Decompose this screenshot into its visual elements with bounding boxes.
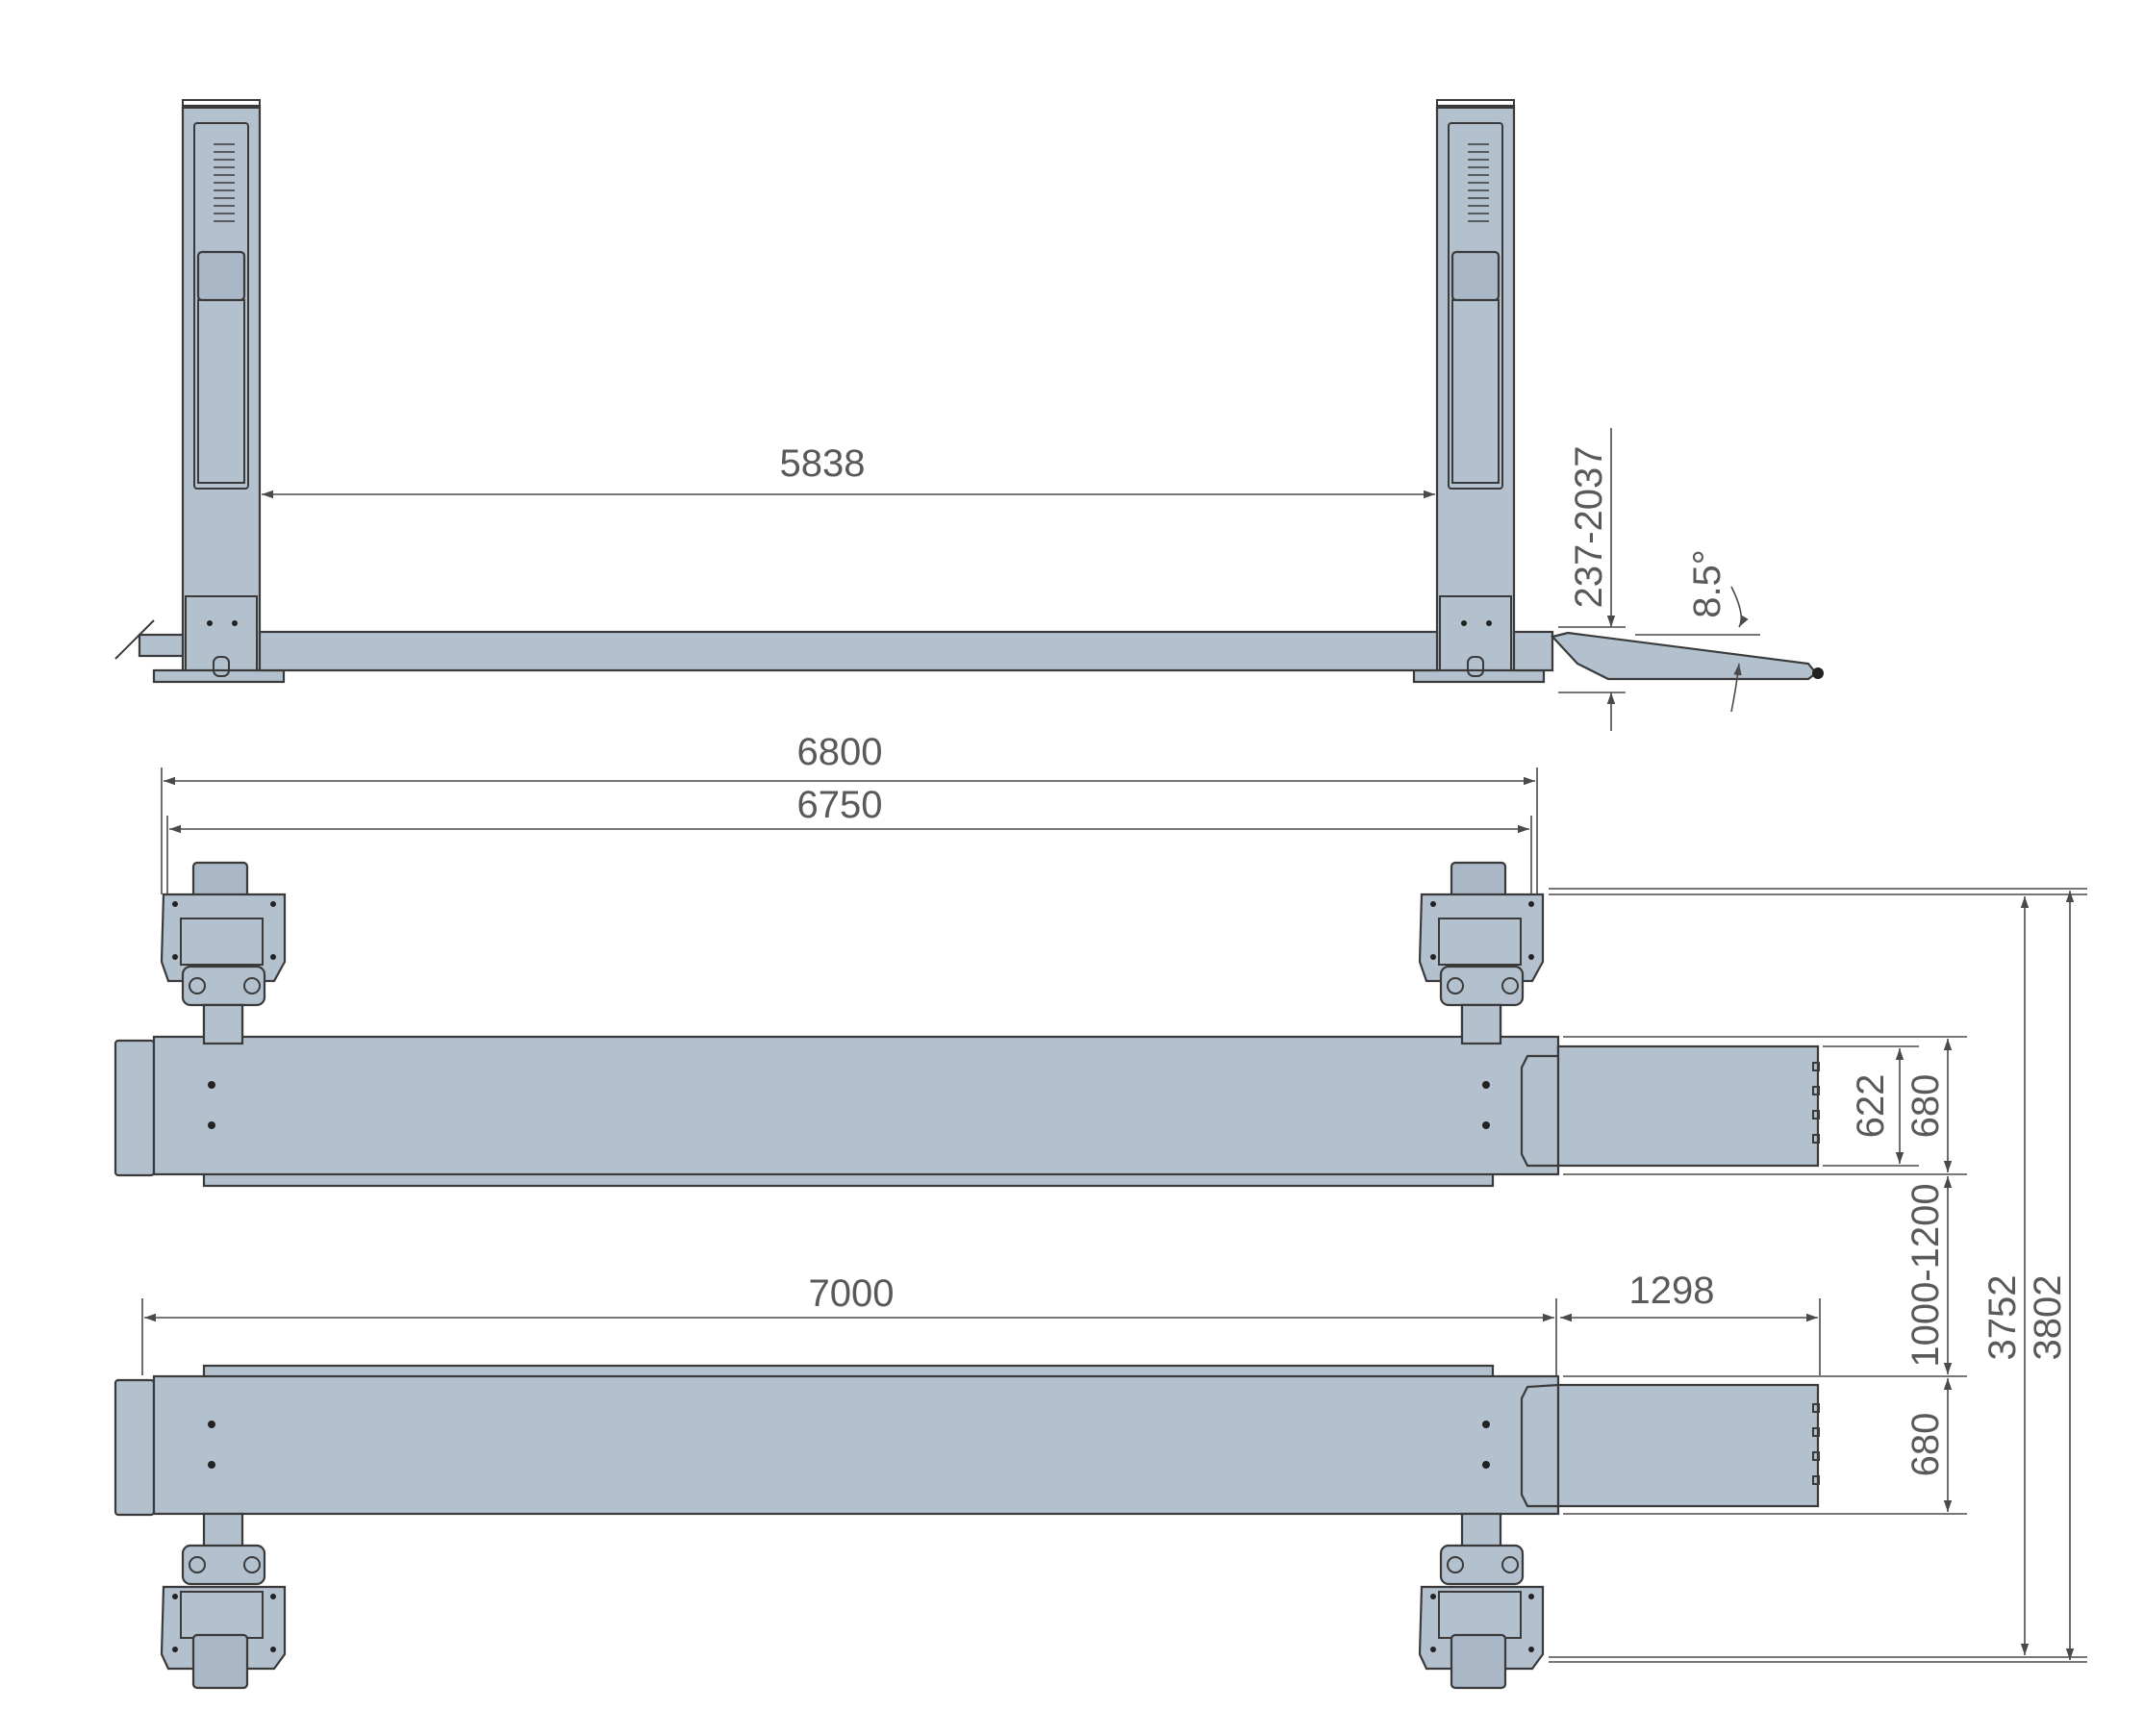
drive-on-ramp — [1550, 631, 1818, 681]
dim-ramp-angle: 8.5° — [1686, 549, 1728, 618]
column-bottom-left — [160, 1544, 287, 1690]
dim-lift-height: 237-2037 — [1568, 445, 1610, 608]
ramp-top-upper — [1556, 1044, 1820, 1168]
dim-runway-length: 7000 — [809, 1272, 895, 1315]
dim-ramp-length: 1298 — [1629, 1270, 1715, 1312]
dim-outer-overall-width: 3802 — [2027, 1275, 2069, 1361]
left-column-side — [152, 99, 286, 684]
side-view: 5838 237-2037 8.5° — [114, 99, 1824, 731]
runway-top-lower — [114, 1364, 1820, 1517]
dim-column-spacing: 5838 — [780, 442, 866, 485]
runway-side — [258, 630, 1439, 672]
dim-runway-width-bottom: 680 — [1904, 1413, 1947, 1477]
dim-runway-width-top: 680 — [1904, 1074, 1947, 1139]
dim-runway-gap: 1000-1200 — [1904, 1183, 1947, 1367]
top-view: 6800 6750 7000 1298 622 680 1 — [114, 731, 2087, 1690]
dim-inner-overall-width: 3752 — [1981, 1275, 2024, 1361]
dim-runway-inner-width: 622 — [1850, 1074, 1892, 1139]
right-column-side — [1412, 99, 1546, 684]
dim-column-inner-span: 6750 — [797, 784, 883, 826]
dim-overall-column-span: 6800 — [797, 731, 883, 773]
column-bottom-right — [1418, 1544, 1545, 1690]
ramp-top-lower — [1556, 1383, 1820, 1508]
runway-top-upper — [114, 1035, 1820, 1188]
